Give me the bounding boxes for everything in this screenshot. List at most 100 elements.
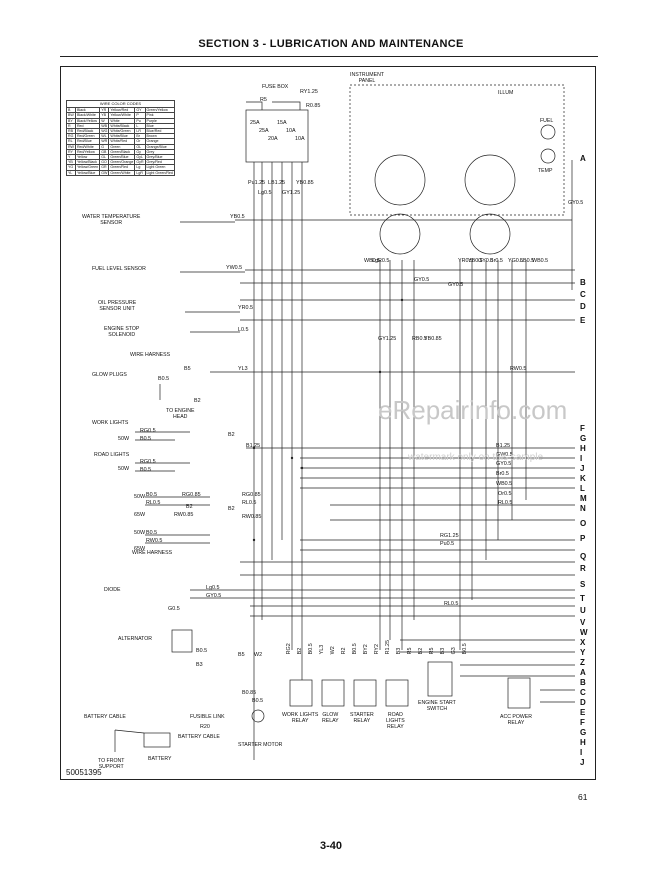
wire-label: Lg0.5 — [206, 585, 220, 591]
wire-code-cell: Blue/Red — [144, 127, 175, 135]
wire-code-cell: GB — [99, 148, 110, 156]
wire-harness-label-1: WIRE HARNESS — [130, 352, 171, 358]
connector-letter: Q — [580, 552, 587, 561]
wattage-5: 50W — [134, 530, 146, 536]
alternator-label: ALTERNATOR — [118, 636, 153, 642]
glow-plugs-label: GLOW PLUGS — [92, 372, 127, 378]
fusible-link-label: FUSIBLE LINK — [190, 714, 225, 720]
temp-label: TEMP — [538, 168, 553, 174]
wire-label: RL0.5 — [146, 500, 161, 506]
wire-label: RG1.25 — [440, 533, 459, 539]
diagram-frame — [60, 66, 596, 780]
wire-label: Br0.5 — [490, 258, 503, 264]
fuse-box-label: FUSE BOX — [262, 84, 289, 90]
wire-label: RW0.5 — [510, 366, 527, 372]
connector-letter: G — [580, 434, 587, 443]
water-temp-sensor-label: WATER TEMPERATURE SENSOR — [82, 214, 141, 227]
wire-code-cell: GO — [99, 159, 110, 166]
connector-letter: S — [580, 580, 586, 589]
wire-code-cell: Pu — [134, 117, 146, 124]
relay-wire-label: B2 — [297, 647, 303, 655]
fuse-6-label: 10A — [295, 136, 305, 142]
connector-letter: X — [580, 638, 586, 647]
connector-letter: J — [580, 464, 585, 473]
fuel-level-sensor-label: FUEL LEVEL SENSOR — [92, 266, 146, 272]
fuse-box-outline — [245, 109, 309, 163]
wire-label: RW0.85 — [242, 514, 262, 520]
relay-wire-label: R2 — [341, 647, 347, 655]
connector-letter: J — [580, 758, 585, 767]
figure-number: 61 — [578, 792, 588, 802]
connector-letter: K — [580, 474, 586, 483]
wire-code-cell: GY — [134, 107, 146, 114]
wattage-4: 65W — [134, 512, 146, 518]
wire-label: B2 — [186, 504, 193, 510]
wire-code-cell: Green/Yellow — [144, 107, 175, 114]
wire-label: B0.5 — [146, 492, 158, 498]
connector-letter: A — [580, 154, 586, 163]
wire-label: R0.85 — [306, 103, 321, 109]
relay-wire-label: R1.25 — [385, 640, 391, 655]
wire-label: B0.5 — [140, 467, 152, 473]
wire-code-cell: Light Green — [144, 164, 175, 171]
connector-letter: Z — [580, 658, 585, 667]
connector-letter: C — [580, 290, 586, 299]
work-lights-label: WORK LIGHTS — [92, 420, 129, 426]
battery-cable-label-1: BATTERY CABLE — [84, 714, 126, 720]
wire-label: GY0.5 — [478, 258, 494, 264]
wire-code-cell: LgR — [134, 169, 146, 176]
illum-label: ILLUM — [498, 90, 514, 96]
wire-code-cell: WR — [99, 138, 110, 145]
wire-code-cell: WG — [99, 127, 110, 135]
connector-letter: I — [580, 748, 583, 757]
wire-label: Or0.5 — [498, 491, 512, 497]
wire-code-cell: Or — [134, 138, 146, 145]
acc-power-relay-label: ACC POWER RELAY — [500, 714, 532, 727]
wire-label: WB0.5 — [532, 258, 549, 264]
relay-wire-label: B0.5 — [308, 643, 314, 655]
wire-label: YB0.85 — [296, 180, 314, 186]
wire-label: YB0.5 — [230, 214, 245, 220]
wire-label: YW0.5 — [226, 265, 243, 271]
relay-wire-label: W2 — [330, 646, 336, 655]
wire-code-cell: GyR — [134, 159, 146, 166]
wire-label: YR0.5 — [238, 305, 253, 311]
wire-label: G0.5 — [168, 606, 180, 612]
wire-label: B1.25 — [246, 443, 261, 449]
wire-code-cell: YR — [99, 107, 110, 114]
wire-label: RG0.5 — [140, 428, 156, 434]
starter-motor-label: STARTER MOTOR — [238, 742, 283, 748]
wire-label: GY0.5 — [206, 593, 222, 599]
wire-code-cell: WB — [99, 122, 110, 130]
watermark-text: eRepairinfo.com — [378, 395, 568, 425]
wire-label: B0.5 — [146, 530, 158, 536]
wire-label: YB0.5 — [468, 258, 483, 264]
relay-wire-label: RG2 — [286, 643, 292, 655]
wire-label: YB0.85 — [424, 336, 442, 342]
connector-letter: A — [580, 668, 586, 677]
wire-code-cell: Lg — [134, 164, 146, 171]
wire-label: RG0.85 — [182, 492, 201, 498]
wattage-1: 50W — [118, 436, 130, 442]
watermark-subtext: watermark only on this sample — [408, 452, 544, 463]
wire-label: Pu0.5 — [440, 541, 455, 547]
wire-label: YL3 — [238, 366, 248, 372]
figure-id: 50051395 — [66, 768, 102, 777]
wire-code-cell: Grey/Red — [144, 159, 175, 166]
wire-code-cell: YB — [99, 112, 110, 119]
connector-letter: I — [580, 454, 583, 463]
fuse-3-label: 20A — [268, 136, 278, 142]
wattage-3: 50W — [134, 494, 146, 500]
connector-letter: L — [580, 484, 585, 493]
wire-code-cell: WL — [99, 133, 110, 140]
relay-wire-label: YL3 — [319, 644, 325, 655]
connector-letter: E — [580, 316, 586, 325]
to-front-support-label: TO FRONT SUPPORT — [98, 758, 125, 771]
section-title: SECTION 3 - LUBRICATION AND MAINTENANCE — [198, 38, 464, 50]
connector-letter: M — [580, 494, 587, 503]
